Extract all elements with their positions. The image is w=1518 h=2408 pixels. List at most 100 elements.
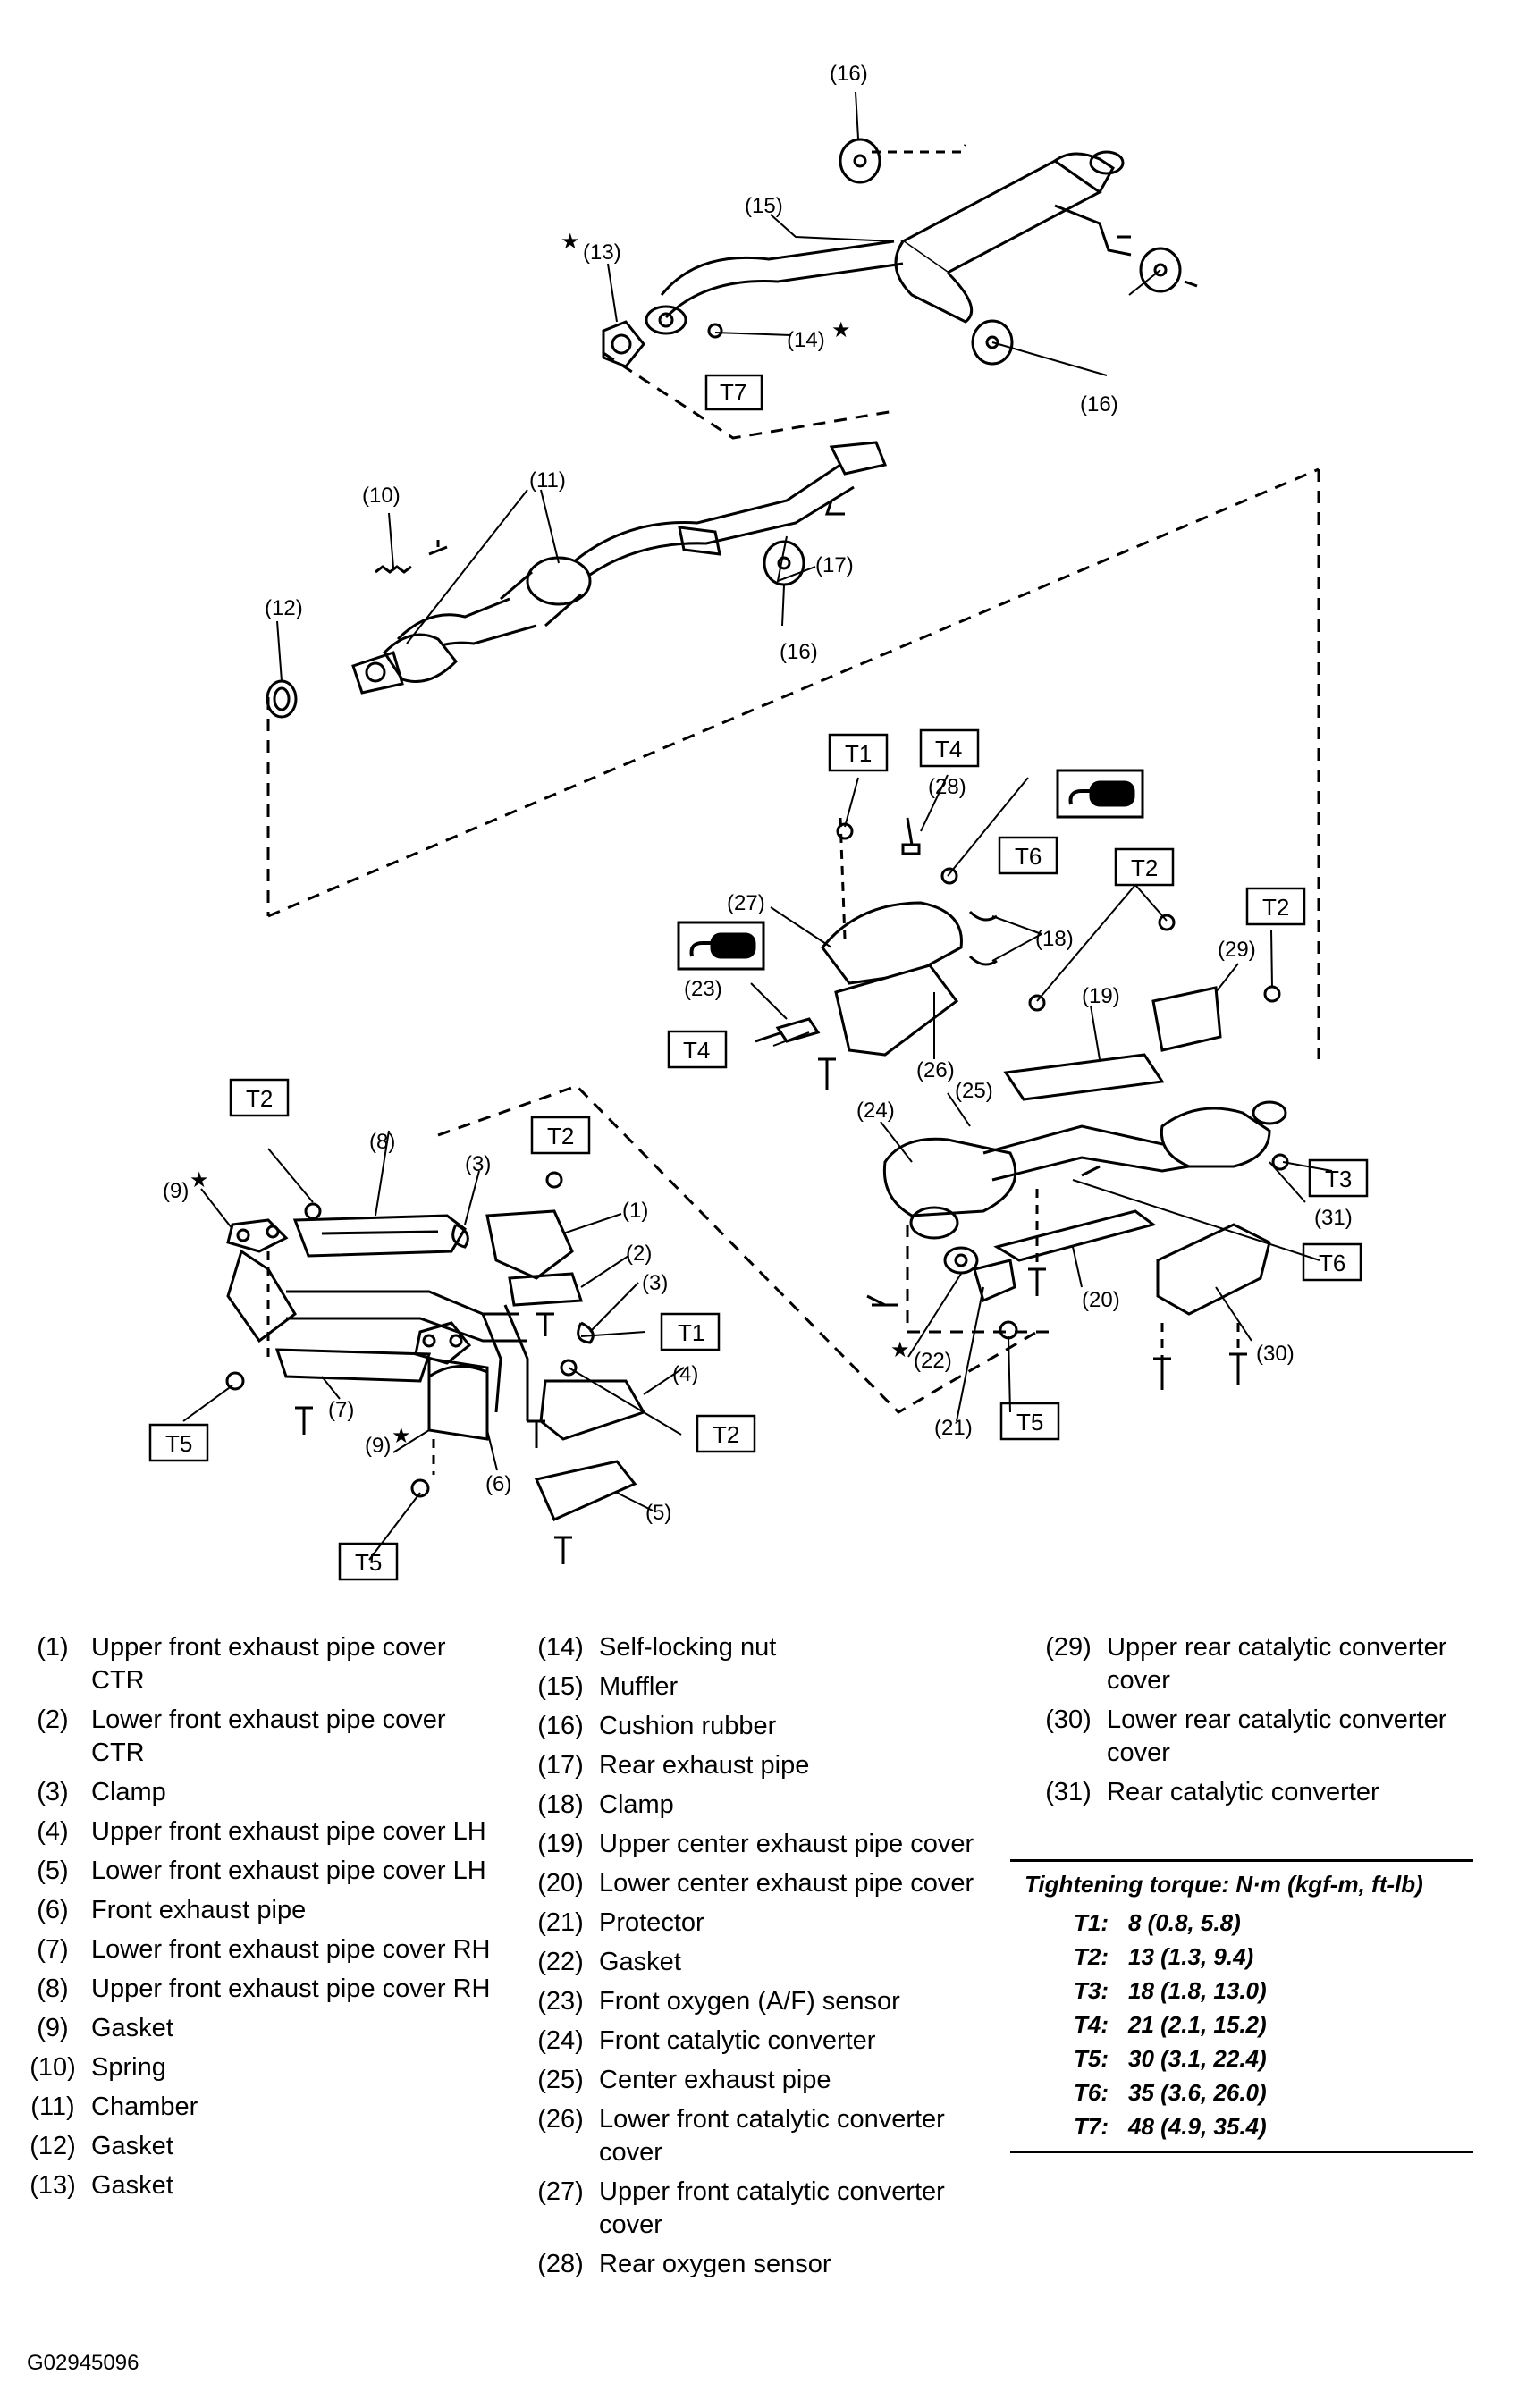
torque-key: T4: (1074, 2011, 1109, 2038)
torque-tag: T4 (935, 736, 962, 762)
callout-21: (21) (934, 1416, 973, 1440)
star-icon: ★ (561, 230, 580, 254)
legend-item: (19) Upper center exhaust pipe cover (522, 1828, 1010, 1861)
callout-27: (27) (727, 891, 765, 915)
torque-row: T5:30 (3.1, 22.4) (1010, 2042, 1473, 2075)
callout-6: (6) (485, 1472, 511, 1496)
callout-25: (25) (955, 1079, 993, 1103)
callout-16: (16) (1080, 392, 1118, 417)
torque-value: 48 (4.9, 35.4) (1128, 2113, 1267, 2140)
legend-number: (18) (537, 1790, 584, 1819)
legend-number: (23) (537, 1987, 584, 2016)
legend-part-name: Lower front exhaust pipe cover RH (91, 1935, 491, 1964)
parts-legend-column-3: (29)Upper rear catalytic converter cover… (1030, 1631, 1464, 1815)
callout-labels: (16) (15) (13) ★ (14) ★ (16) (10) (11) (… (163, 62, 1353, 1525)
legend-item: (29)Upper rear catalytic converter cover (1030, 1631, 1464, 1697)
cover-2 (508, 1272, 584, 1307)
torque-value: 35 (3.6, 26.0) (1128, 2079, 1267, 2106)
torque-tag: T1 (845, 740, 872, 767)
flange-15 (645, 305, 723, 339)
torque-tag: T5 (1016, 1409, 1043, 1436)
legend-part-name: Upper rear catalytic converter cover (1107, 1633, 1447, 1695)
legend-part-name: Front catalytic converter (599, 2026, 876, 2055)
legend-part-name: Gasket (91, 2132, 173, 2160)
legend-part-name: Upper front exhaust pipe cover LH (91, 1817, 486, 1846)
legend-item: (1)Upper front exhaust pipe cover CTR (14, 1631, 502, 1697)
torque-tag: T1 (678, 1319, 704, 1346)
front-exhaust-pipe (226, 1249, 529, 1441)
callout-10: (10) (362, 484, 401, 508)
figure-id: G02945096 (27, 2351, 139, 2375)
legend-item: (9)Gasket (14, 2012, 502, 2045)
callout-14: (14) (787, 328, 825, 352)
legend-part-name: Upper front exhaust pipe cover CTR (91, 1633, 446, 1695)
parts-legend-column-2: (14)Self-locking nut (15)Muffler (16)Cushi… (522, 1631, 1010, 2287)
callout-2: (2) (626, 1242, 652, 1266)
torque-key: T7: (1074, 2113, 1109, 2140)
legend-item: (22)Gasket (522, 1946, 1010, 1979)
legend-number: (19) (537, 1830, 584, 1858)
callout-18: (18) (1035, 927, 1074, 951)
legend-number: (17) (537, 1751, 584, 1780)
legend-part-name: Lower front catalytic converter cover (599, 2105, 945, 2167)
legend-part-name: Lower front exhaust pipe cover CTR (91, 1705, 446, 1767)
torque-boxes (148, 374, 1369, 1581)
torque-value: 8 (0.8, 5.8) (1128, 1909, 1241, 1936)
legend-item: (14)Self-locking nut (522, 1631, 1010, 1664)
rear-oxygen-sensor (901, 817, 921, 855)
legend-number: (7) (37, 1935, 69, 1964)
legend-part-name: Upper center exhaust pipe cover (599, 1830, 974, 1858)
torque-tag: T2 (1262, 894, 1289, 921)
legend-item: (13)Gasket (14, 2169, 502, 2202)
callout-13: (13) (583, 240, 621, 265)
legend-part-name: Clamp (91, 1778, 166, 1806)
lower-center-pipe-cover (993, 1209, 1157, 1262)
torque-tag: T2 (246, 1085, 273, 1112)
legend-part-name: Cushion rubber (599, 1712, 777, 1740)
torque-key: T6: (1074, 2079, 1109, 2106)
rear-catalytic-converter (1160, 1100, 1287, 1168)
legend-part-name: Gasket (599, 1948, 681, 1976)
legend-number: (4) (37, 1817, 69, 1846)
callout-3: (3) (465, 1152, 491, 1176)
torque-tag: T6 (1015, 843, 1042, 870)
cover-5 (534, 1460, 637, 1521)
legend-item: (15)Muffler (522, 1671, 1010, 1704)
legend-item: (16)Cushion rubber (522, 1710, 1010, 1743)
legend-item: (23)Front oxygen (A/F) sensor (522, 1985, 1010, 2018)
callout-24: (24) (856, 1099, 895, 1123)
legend-item: (2) Lower front exhaust pipe cover CTR (14, 1704, 502, 1770)
lower-front-cat-cover (834, 964, 959, 1057)
legend-number: (24) (537, 2026, 584, 2055)
legend-part-name: Rear exhaust pipe (599, 1751, 810, 1780)
torque-row: T4:21 (2.1, 15.2) (1010, 2008, 1473, 2042)
torque-tag: T2 (1131, 855, 1158, 881)
torque-tag: T2 (547, 1123, 574, 1149)
gasket-22 (943, 1246, 979, 1275)
legend-number: (5) (37, 1857, 69, 1885)
legend-part-name: Rear catalytic converter (1107, 1778, 1379, 1806)
legend-part-name: Chamber (91, 2092, 198, 2121)
callout-28: (28) (928, 775, 966, 799)
legend-number: (14) (537, 1633, 584, 1662)
callout-15: (15) (745, 194, 783, 218)
legend-item: (21) Protector (522, 1907, 1010, 1940)
legend-number: (26) (537, 2105, 584, 2134)
callout-16: (16) (830, 62, 868, 86)
cover-8 (292, 1214, 467, 1258)
legend-item: (4) Upper front exhaust pipe cover LH (14, 1815, 502, 1848)
legend-item: (17) Rear exhaust pipe (522, 1749, 1010, 1782)
legend-item: (8)Upper front exhaust pipe cover RH (14, 1973, 502, 2006)
legend-part-name: Center exhaust pipe (599, 2066, 831, 2094)
callout-23: (23) (684, 977, 722, 1001)
legend-number: (2) (37, 1705, 69, 1734)
torque-key: T2: (1074, 1943, 1109, 1970)
spring (375, 540, 448, 574)
legend-item: (30)Lower rear catalytic converter cover (1030, 1704, 1464, 1770)
legend-number: (21) (537, 1908, 584, 1937)
legend-part-name: Protector (599, 1908, 704, 1937)
torque-value: 13 (1.3, 9.4) (1128, 1943, 1254, 1970)
callout-16: (16) (780, 640, 818, 664)
upper-center-pipe-cover (1003, 1053, 1165, 1101)
legend-part-name: Lower rear catalytic converter cover (1107, 1705, 1447, 1767)
